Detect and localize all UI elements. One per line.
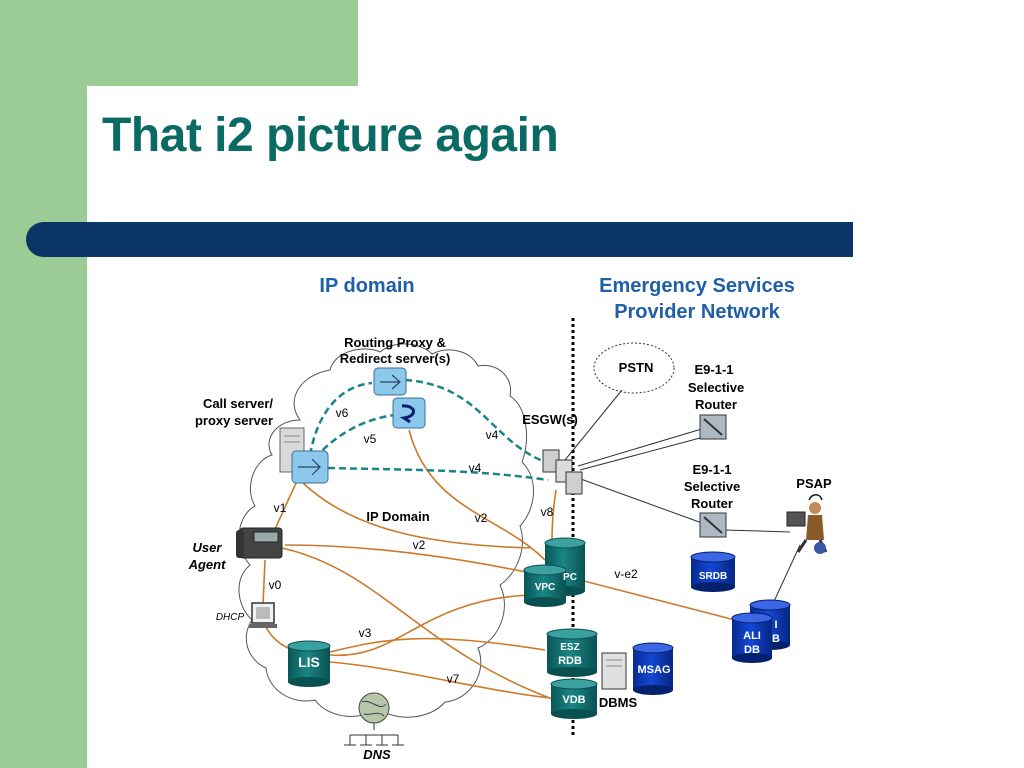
vpc-db: [523, 564, 567, 607]
call-server-label-2: proxy server: [195, 413, 273, 428]
link-v3: [329, 637, 546, 653]
sr1-label-3: Router: [695, 397, 737, 412]
label-v2-upper: v2: [475, 511, 488, 525]
link-ua-vdb: [281, 547, 556, 701]
call-server-label-1: Call server/: [203, 396, 273, 411]
srdb-label: SRDB: [699, 571, 727, 582]
pstn-label: PSTN: [619, 360, 654, 375]
dashed-links: [308, 378, 549, 482]
link-v8: [551, 489, 557, 541]
dhcp-computer-icon: [249, 602, 277, 628]
label-v3: v3: [359, 626, 372, 640]
pstn-cloud: [593, 342, 675, 394]
link-v6: [308, 381, 373, 456]
ip-domain-cloud: [238, 343, 535, 718]
left-green-strip: [0, 0, 87, 768]
link-ve2: [579, 579, 736, 621]
msag-label: MSAG: [638, 664, 671, 676]
esnet-title-line1: Emergency Services: [599, 275, 795, 297]
ip-domain-inner-label: IP Domain: [366, 509, 429, 524]
ali-db: [731, 612, 773, 663]
dhcp-label: DHCP: [216, 612, 245, 623]
msag-db: [632, 642, 674, 695]
dns-label: DNS: [363, 747, 391, 762]
sr1-label-2: Selective: [688, 380, 744, 395]
vdb-label: VDB: [562, 694, 585, 706]
ib-label-2: B: [772, 633, 780, 645]
link-v7: [329, 661, 551, 699]
link-v4-upper: [404, 378, 546, 464]
label-v6: v6: [336, 406, 349, 420]
esnet-title-line2: Provider Network: [614, 301, 780, 323]
sr2-label-2: Selective: [684, 479, 740, 494]
vdb-db: [550, 678, 598, 719]
user-agent-phone-icon: [236, 527, 283, 559]
link-routing-vpc: [408, 429, 546, 561]
redirect-server-icon: [392, 397, 426, 429]
ali-label-2: DB: [744, 644, 760, 656]
top-green-block: [0, 0, 358, 86]
link-v5: [314, 413, 396, 459]
dbms-label: DBMS: [599, 695, 638, 710]
user-agent-label-2: Agent: [188, 557, 227, 572]
link-v2-ua: [284, 544, 541, 576]
label-v1: v1: [274, 501, 287, 515]
vpc-label: VPC: [535, 582, 556, 593]
esz-label-1: ESZ: [560, 642, 579, 653]
ip-domain-title: IP domain: [319, 275, 414, 297]
link-v4-lower: [327, 466, 549, 482]
slide-title: That i2 picture again: [102, 109, 559, 162]
sr1-label-1: E9-1-1: [694, 362, 733, 377]
psap-operator-icon: [786, 494, 828, 554]
label-v4-lower: v4: [469, 461, 482, 475]
title-underline-bar: [26, 222, 853, 257]
ali-label-1: ALI: [743, 630, 761, 642]
psap-label: PSAP: [796, 476, 832, 491]
routing-proxy-icon: [373, 367, 407, 396]
label-v8: v8: [541, 505, 554, 519]
dbms-server-icon: [601, 652, 627, 690]
ib-label-1: I: [774, 619, 777, 631]
black-links: [564, 389, 801, 611]
esz-rdb-db: [546, 628, 598, 677]
orange-links: [262, 429, 736, 701]
link-v2-upper: [299, 479, 531, 549]
link-lis-vpc: [329, 594, 531, 657]
dns-globe-icon: [344, 692, 404, 746]
esgw-server-icon: [542, 449, 583, 495]
lis-label: LIS: [298, 654, 320, 670]
lis-db: [287, 640, 331, 687]
label-ve2: v-e2: [614, 567, 638, 581]
selective-router-2-icon: [699, 512, 727, 538]
sr2-label-1: E9-1-1: [692, 462, 731, 477]
label-v4-upper: v4: [486, 428, 499, 442]
call-server-icon: [279, 427, 329, 484]
label-v5: v5: [364, 432, 377, 446]
label-v0: v0: [269, 578, 282, 592]
label-v7: v7: [447, 672, 460, 686]
user-agent-label-1: User: [193, 540, 223, 555]
sr2-label-3: Router: [691, 496, 733, 511]
label-v2-lower: v2: [413, 538, 426, 552]
esgw-label: ESGW(s): [522, 412, 578, 427]
srdb-db: [690, 551, 736, 592]
routing-proxy-label-1: Routing Proxy &: [344, 335, 446, 350]
selective-router-1-icon: [699, 414, 727, 440]
routing-proxy-label-2: Redirect server(s): [340, 351, 451, 366]
esz-label-2: RDB: [558, 655, 582, 667]
vpc-back-label: PC: [563, 572, 577, 583]
link-v0: [262, 559, 266, 606]
